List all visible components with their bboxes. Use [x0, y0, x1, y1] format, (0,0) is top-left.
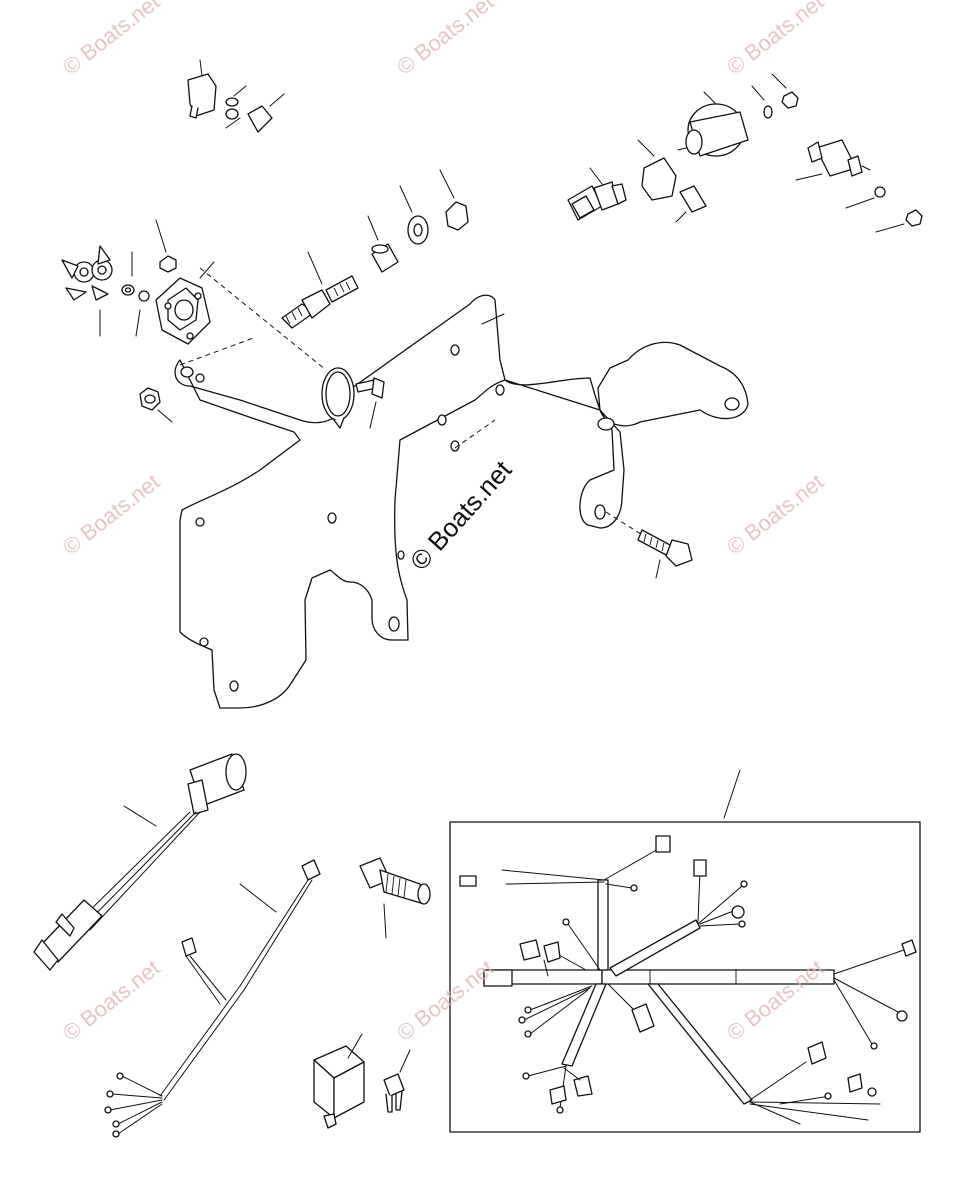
main-wiring-harness[interactable]	[459, 835, 917, 1125]
switch-bracket[interactable]	[187, 59, 217, 119]
nut-tr-2[interactable]	[875, 209, 923, 233]
hex-nut-large[interactable]	[439, 169, 469, 231]
washer-tr-2[interactable]	[845, 186, 886, 209]
spacer-sleeve[interactable]	[367, 215, 399, 273]
speed-sensor[interactable]	[359, 857, 431, 939]
callout-harness	[723, 769, 741, 819]
relay[interactable]	[313, 1033, 365, 1129]
nipple-fitting[interactable]	[675, 185, 707, 223]
alignment-line-1	[199, 267, 327, 371]
terminal-connector[interactable]	[61, 245, 113, 337]
washer-tr-1[interactable]	[751, 85, 773, 119]
lock-nut[interactable]	[139, 387, 173, 423]
pressure-switch-tr[interactable]	[795, 139, 871, 181]
hex-nut-small[interactable]	[155, 219, 177, 273]
alignment-line-4	[605, 511, 645, 537]
temperature-sender[interactable]	[567, 167, 627, 221]
fuse[interactable]	[383, 1049, 411, 1113]
sensor-pigtail[interactable]	[33, 753, 247, 971]
oil-pressure-sender[interactable]	[677, 91, 749, 157]
cap-fitting-1[interactable]	[247, 93, 285, 133]
alignment-line-2	[179, 336, 257, 366]
alignment-line-3	[454, 419, 496, 449]
flat-washer[interactable]	[399, 185, 429, 245]
hose-clamp[interactable]	[321, 367, 355, 429]
mounting-plate[interactable]	[174, 294, 749, 709]
washer-stack-1[interactable]	[121, 251, 150, 337]
callout-plate	[481, 313, 505, 325]
nut-tr-1[interactable]	[771, 73, 799, 109]
threaded-stud[interactable]	[281, 251, 359, 329]
adapter-block[interactable]	[637, 139, 677, 201]
flange-bolt[interactable]	[637, 529, 693, 579]
sub-harness[interactable]	[104, 859, 321, 1138]
pressure-switch-plate[interactable]	[155, 261, 215, 345]
hex-screw[interactable]	[355, 377, 385, 429]
nut-small-1[interactable]	[225, 85, 247, 129]
